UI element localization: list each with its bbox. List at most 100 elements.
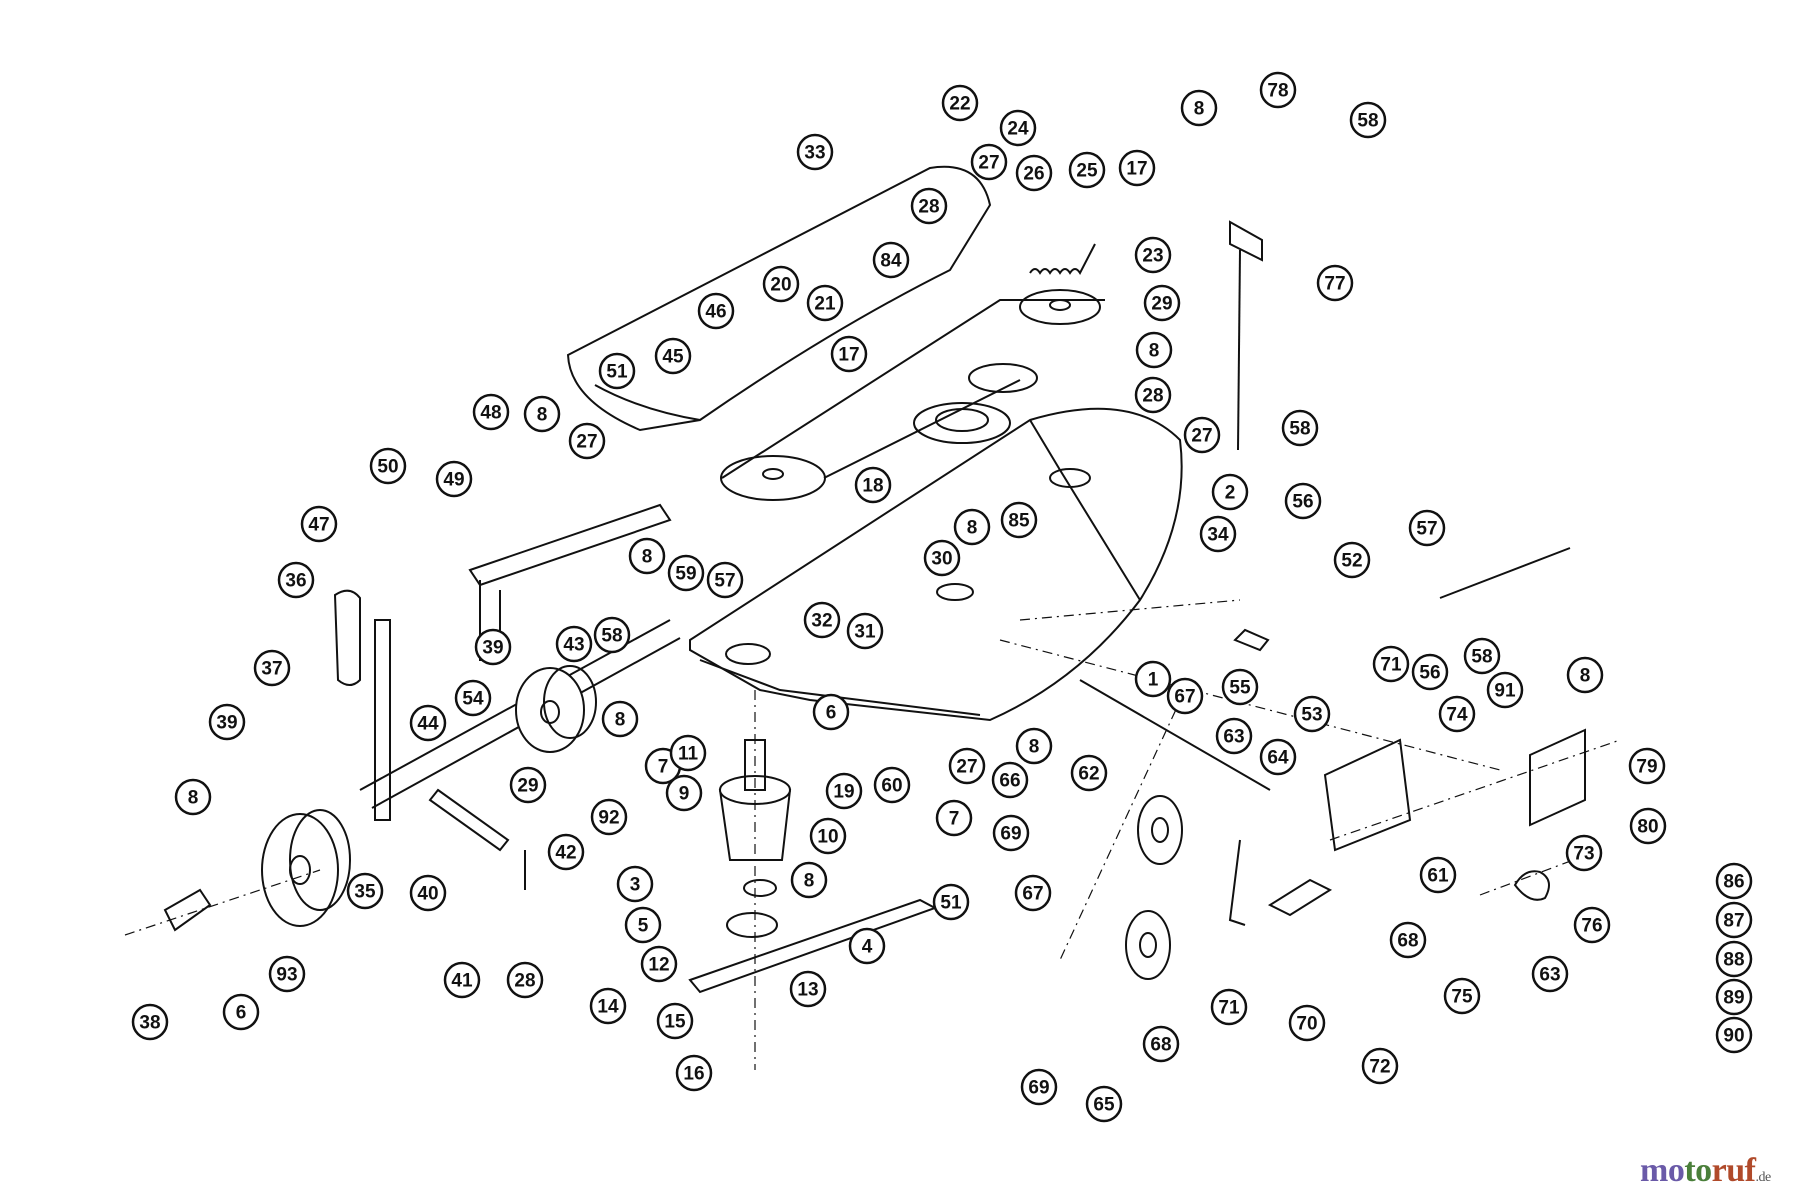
callout-number: 79: [1636, 757, 1657, 778]
callout-number: 28: [918, 197, 939, 218]
callout-circle: [1281, 409, 1319, 447]
callout-circle: [1070, 754, 1108, 792]
part-callout-90: 90: [1715, 1016, 1753, 1054]
callout-circle: [1134, 236, 1172, 274]
callout-circle: [1211, 473, 1249, 511]
callout-circle: [624, 906, 662, 944]
part-callout-91: 91: [1486, 671, 1524, 709]
idler-pulley-part: [1125, 910, 1171, 980]
wheel-part: [261, 809, 351, 927]
part-callout-6: 6: [222, 993, 260, 1031]
part-callout-8: 8: [1135, 331, 1173, 369]
callout-circle: [1443, 977, 1481, 1015]
callout-circle: [1259, 738, 1297, 776]
part-callout-8: 8: [1015, 727, 1053, 765]
callout-number: 8: [804, 871, 815, 892]
part-callout-3: 3: [616, 865, 654, 903]
callout-number: 72: [1369, 1057, 1390, 1078]
callout-number: 91: [1494, 681, 1516, 702]
callout-number: 25: [1076, 161, 1098, 182]
callout-circle: [1531, 955, 1569, 993]
callout-circle: [509, 766, 547, 804]
callout-number: 70: [1296, 1014, 1317, 1035]
callout-circle: [1715, 940, 1753, 978]
part-callout-52: 52: [1333, 541, 1371, 579]
part-callout-4: 4: [848, 927, 886, 965]
callout-number: 87: [1723, 911, 1744, 932]
callout-circle: [1573, 906, 1611, 944]
callout-number: 22: [949, 94, 970, 115]
callout-circle: [1210, 988, 1248, 1026]
callout-number: 51: [606, 362, 628, 383]
callout-circle: [472, 393, 510, 431]
callout-number: 71: [1380, 655, 1402, 676]
part-callout-58: 58: [593, 616, 631, 654]
callout-circle: [1389, 921, 1427, 959]
callout-circle: [628, 537, 666, 575]
callout-circle: [369, 447, 407, 485]
callout-number: 8: [615, 710, 626, 731]
part-callout-28: 28: [1134, 376, 1172, 414]
part-callout-75: 75: [1443, 977, 1481, 1015]
part-callout-6: 6: [812, 693, 850, 731]
callout-circle: [941, 84, 979, 122]
callout-number: 68: [1397, 931, 1418, 952]
part-callout-10: 10: [809, 817, 847, 855]
callout-circle: [1284, 482, 1322, 520]
callout-number: 39: [216, 713, 237, 734]
part-callout-67: 67: [1014, 874, 1052, 912]
callout-circle: [1020, 1068, 1058, 1106]
callout-circle: [992, 814, 1030, 852]
part-callout-27: 27: [568, 422, 606, 460]
callout-circle: [1408, 509, 1446, 547]
part-callout-80: 80: [1629, 807, 1667, 845]
callout-circle: [1221, 668, 1259, 706]
callout-circle: [1715, 1016, 1753, 1054]
part-callout-26: 26: [1015, 154, 1053, 192]
callout-number: 49: [443, 470, 464, 491]
part-callout-13: 13: [789, 970, 827, 1008]
callout-number: 56: [1419, 663, 1440, 684]
callout-circle: [1259, 71, 1297, 109]
callout-number: 27: [576, 432, 597, 453]
part-callout-33: 33: [796, 133, 834, 171]
part-callout-28: 28: [910, 187, 948, 225]
part-callout-49: 49: [435, 460, 473, 498]
part-callout-68: 68: [1142, 1025, 1180, 1063]
part-callout-27: 27: [948, 747, 986, 785]
callout-circle: [1134, 660, 1172, 698]
callout-circle: [601, 700, 639, 738]
callout-circle: [1715, 862, 1753, 900]
callout-number: 90: [1723, 1026, 1744, 1047]
callout-number: 48: [480, 403, 501, 424]
callout-number: 42: [555, 843, 576, 864]
callout-circle: [665, 774, 703, 812]
callout-number: 92: [598, 808, 619, 829]
callout-circle: [1180, 89, 1218, 127]
callout-number: 6: [236, 1003, 247, 1024]
callout-number: 63: [1539, 965, 1560, 986]
callout-number: 17: [838, 345, 859, 366]
part-callout-22: 22: [941, 84, 979, 122]
callout-number: 89: [1723, 988, 1744, 1009]
callout-circle: [1014, 874, 1052, 912]
callout-number: 75: [1451, 987, 1473, 1008]
part-callout-40: 40: [409, 874, 447, 912]
callout-number: 44: [417, 714, 439, 735]
callout-circle: [812, 693, 850, 731]
callout-number: 55: [1229, 678, 1251, 699]
callout-number: 67: [1174, 687, 1195, 708]
callout-number: 61: [1427, 866, 1449, 887]
callout-number: 21: [814, 294, 836, 315]
part-callout-5: 5: [624, 906, 662, 944]
callout-number: 38: [139, 1013, 160, 1034]
callout-number: 88: [1723, 950, 1744, 971]
part-callout-46: 46: [697, 292, 735, 330]
part-callout-56: 56: [1411, 653, 1449, 691]
callout-circle: [1316, 264, 1354, 302]
callout-circle: [409, 704, 447, 742]
callout-number: 40: [417, 884, 438, 905]
callout-number: 77: [1324, 274, 1345, 295]
part-callout-25: 25: [1068, 151, 1106, 189]
callout-number: 11: [678, 744, 699, 765]
